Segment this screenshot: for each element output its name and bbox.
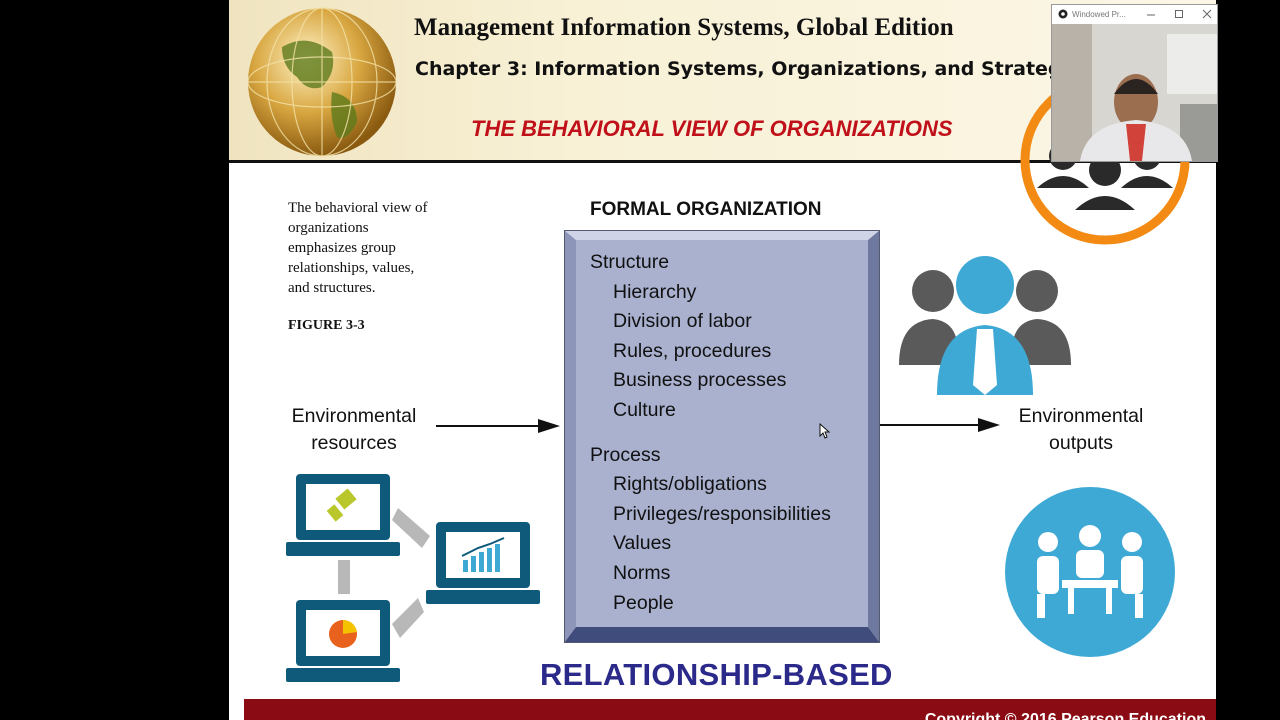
webcam-video-feed xyxy=(1052,24,1217,161)
slide-title: THE BEHAVIORAL VIEW OF ORGANIZATIONS xyxy=(471,116,953,142)
laptop-network-icon xyxy=(286,474,540,682)
minimize-icon[interactable] xyxy=(1144,8,1158,20)
input-label-line: Environmental xyxy=(291,405,417,427)
structure-heading: Structure xyxy=(590,251,670,273)
copyright-text: Copyright © 2016 Pearson Education xyxy=(924,711,1206,720)
input-arrow xyxy=(436,419,560,433)
header-divider xyxy=(229,160,1216,163)
slide-title-emphasis: THE BEHAVIORAL VIEW xyxy=(471,116,727,141)
webcam-window[interactable]: Windowed Pr... xyxy=(1051,4,1218,162)
process-item: People xyxy=(613,592,674,614)
structure-item: Culture xyxy=(613,399,676,421)
formal-organization-box xyxy=(564,230,880,643)
chapter-title: Chapter 3: Information Systems, Organiza… xyxy=(415,58,1074,80)
relationship-based-title: RELATIONSHIP-BASED xyxy=(540,657,893,692)
output-arrow xyxy=(880,418,1000,432)
process-item: Privileges/responsibilities xyxy=(613,503,831,525)
figure-label: FIGURE 3-3 xyxy=(288,318,365,333)
structure-item: Business processes xyxy=(613,369,787,391)
output-label-line: Environmental xyxy=(1018,405,1144,427)
output-label-line: outputs xyxy=(1049,432,1113,454)
process-item: Values xyxy=(613,532,672,554)
maximize-icon[interactable] xyxy=(1172,8,1186,20)
structure-item: Division of labor xyxy=(613,310,752,332)
input-label: Environmental resources xyxy=(279,403,429,457)
webcam-window-title: Windowed Pr... xyxy=(1072,10,1126,19)
formal-organization-title: FORMAL ORGANIZATION xyxy=(590,199,822,220)
input-label-line: resources xyxy=(311,432,397,454)
close-icon[interactable] xyxy=(1200,8,1214,20)
figure-caption: The behavioral view of organizations emp… xyxy=(288,200,428,296)
app-icon xyxy=(1058,9,1068,19)
process-item: Norms xyxy=(613,562,671,584)
process-item: Rights/obligations xyxy=(613,473,767,495)
mouse-cursor-icon xyxy=(819,423,831,439)
people-group-icon xyxy=(899,256,1071,395)
structure-item: Hierarchy xyxy=(613,281,697,303)
output-label: Environmental outputs xyxy=(1006,403,1156,457)
footer-bar: Copyright © 2016 Pearson Education xyxy=(244,699,1216,720)
slide-title-rest: OF ORGANIZATIONS xyxy=(726,116,953,141)
structure-item: Rules, procedures xyxy=(613,340,772,362)
globe-icon xyxy=(247,7,397,157)
process-heading: Process xyxy=(590,444,661,466)
meeting-icon xyxy=(1005,487,1175,657)
book-title: Management Information Systems, Global E… xyxy=(414,14,954,41)
webcam-titlebar[interactable]: Windowed Pr... xyxy=(1052,5,1217,24)
